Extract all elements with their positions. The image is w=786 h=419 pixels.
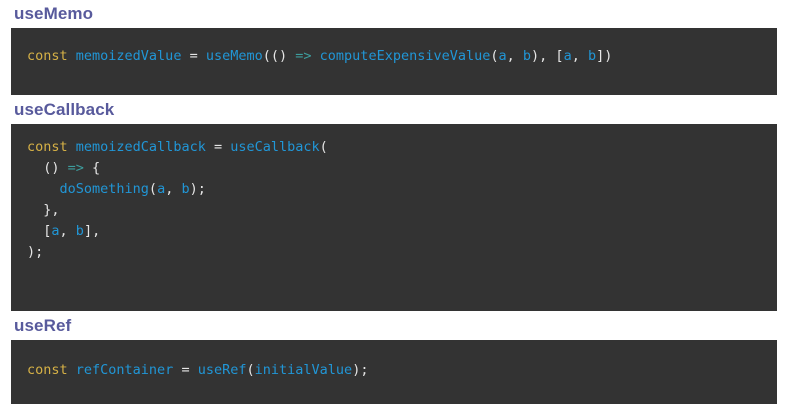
code-token-keyword: const [27,48,76,64]
code-content-usecallback: const memoizedCallback = useCallback( ()… [11,137,777,263]
code-token-punct: , [59,223,76,239]
code-token-punct: ( [148,181,158,197]
code-token-param: a [51,223,60,239]
code-line: [a, b], [27,223,100,239]
section-useref: useRef const refContainer = useRef(initi… [0,311,786,404]
code-content-useref: const refContainer = useRef(initialValue… [11,360,777,381]
code-token-ident: memoizedValue [75,48,182,64]
code-line: doSomething(a, b); [27,181,206,197]
code-lines-usememo: const memoizedValue = useMemo(() => comp… [27,48,612,64]
code-token-param: initialValue [254,362,353,378]
code-token-op: = [205,139,231,155]
code-token-arrow: => [295,48,312,64]
code-token-fn: useRef [197,362,247,378]
code-lines-usecallback: const memoizedCallback = useCallback( ()… [27,139,328,260]
code-token-plain [312,48,320,64]
code-block-useref[interactable]: const refContainer = useRef(initialValue… [11,340,777,404]
code-token-ident: memoizedCallback [75,139,206,155]
code-token-punct: (() [262,48,296,64]
code-token-punct: ); [189,181,206,197]
code-token-fn: doSomething [59,181,149,197]
code-token-punct: , [165,181,182,197]
code-block-usememo[interactable]: const memoizedValue = useMemo(() => comp… [11,28,777,95]
code-lines-useref: const refContainer = useRef(initialValue… [27,362,368,378]
code-token-fn: computeExpensiveValue [319,48,491,64]
code-token-punct: ); [352,362,369,378]
code-token-ident: refContainer [75,362,174,378]
code-token-punct: ), [ [531,48,564,64]
section-heading-useref: useRef [14,316,72,335]
code-content-usememo: const memoizedValue = useMemo(() => comp… [11,46,777,67]
code-token-keyword: const [27,139,76,155]
code-token-punct: ( [319,139,328,155]
code-token-punct: ]) [596,48,613,64]
code-line: }, [27,202,60,218]
code-token-param: a [157,181,166,197]
code-token-punct: ); [27,244,44,260]
code-token-punct: () [27,160,68,176]
code-token-punct: ], [83,223,101,239]
code-line: const memoizedCallback = useCallback( [27,139,328,155]
code-token-param: b [75,223,84,239]
code-line: const refContainer = useRef(initialValue… [27,362,368,378]
code-token-fn: useCallback [230,139,320,155]
code-token-op: = [181,48,206,64]
code-token-punct: { [83,160,101,176]
code-line: () => { [27,160,100,176]
section-heading-usecallback: useCallback [14,100,115,119]
code-token-arrow: => [67,160,84,176]
code-token-param: b [181,181,190,197]
code-token-punct: , [506,48,523,64]
code-token-param: b [522,48,532,64]
code-token-punct: }, [27,202,60,218]
section-heading-usememo: useMemo [14,4,94,23]
code-token-param: a [563,48,572,64]
code-token-fn: useMemo [205,48,263,64]
code-token-punct: , [571,48,588,64]
code-token-keyword: const [27,362,76,378]
code-token-op: = [173,362,198,378]
section-usememo: useMemo const memoizedValue = useMemo(()… [0,0,786,95]
code-token-param: a [498,48,507,64]
code-token-plain [27,181,60,197]
code-line: ); [27,244,43,260]
code-token-punct: ( [246,362,255,378]
code-line: const memoizedValue = useMemo(() => comp… [27,48,612,64]
section-usecallback: useCallback const memoizedCallback = use… [0,95,786,311]
code-block-usecallback[interactable]: const memoizedCallback = useCallback( ()… [11,124,777,311]
code-token-punct: ( [490,48,499,64]
code-token-param: b [587,48,597,64]
code-token-punct: [ [27,223,52,239]
